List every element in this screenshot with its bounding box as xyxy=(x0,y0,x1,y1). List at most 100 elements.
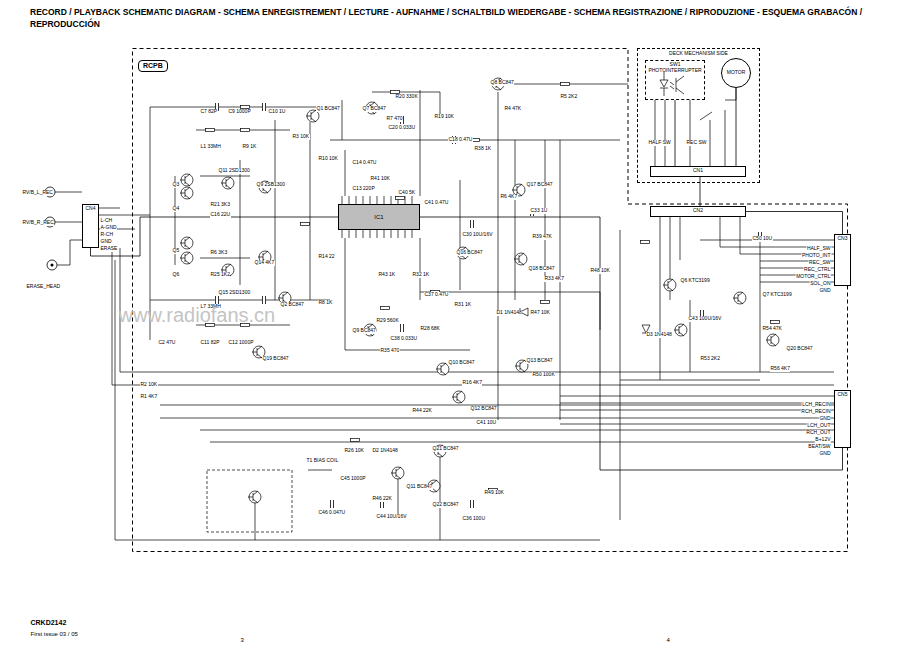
component-label: R25 1K2 xyxy=(210,272,230,278)
component-symbol xyxy=(400,324,404,332)
component-label: R29 560K xyxy=(376,318,399,324)
jack-symbol xyxy=(49,221,52,224)
component-label: R3 10K xyxy=(292,134,310,140)
label-anchor: C18 0.47U xyxy=(448,127,473,145)
label-anchor: R6 4K7 xyxy=(500,184,518,202)
label-anchor: L-CH xyxy=(100,208,113,226)
component-label: C18 0.47U xyxy=(448,137,473,143)
board-outline xyxy=(132,48,848,552)
label-anchor: Q9 BC847 xyxy=(352,318,376,336)
component-label: C44 10U/16V xyxy=(376,514,407,520)
jack-symbol xyxy=(45,187,55,197)
component-label: R39 47K xyxy=(532,234,552,240)
component-symbol xyxy=(514,253,527,265)
node-text: RCPB xyxy=(138,60,168,72)
label-anchor: Q3 xyxy=(172,172,180,190)
component-label: Q14 4K7 xyxy=(254,260,275,266)
component-symbol xyxy=(215,296,219,304)
component-label: C13 220P xyxy=(352,186,375,192)
component-label: R49 10K xyxy=(484,490,504,496)
label-anchor: R7 470 xyxy=(386,106,403,124)
label-anchor: C14 0.47U xyxy=(352,150,377,168)
component-label: Q16 BC847 xyxy=(456,250,483,256)
component-label: ERASE xyxy=(100,246,118,252)
label-anchor: Q15 2SD1300 xyxy=(218,280,251,298)
label-anchor: R28 68K xyxy=(420,316,440,334)
component-label: REC_SW xyxy=(809,260,831,266)
component-symbol xyxy=(180,237,193,249)
component-label: R7 470 xyxy=(386,116,403,122)
label-anchor: C12 1000P xyxy=(228,330,254,348)
component-label: R43 1K xyxy=(378,272,396,278)
component-symbol xyxy=(452,136,456,144)
label-anchor: R4 47K xyxy=(504,96,522,114)
node-text: MOTOR xyxy=(727,70,746,76)
wire-connector xyxy=(700,177,701,206)
component-label: Q3 xyxy=(172,182,180,188)
label-anchor: C45 1000P xyxy=(340,466,366,484)
label-anchor: Q6 KTC3199 xyxy=(680,268,710,286)
component-symbol xyxy=(471,139,480,142)
label-anchor: Q19 BC847 xyxy=(262,346,289,364)
component-label: Q17 BC847 xyxy=(526,182,553,188)
component-symbol xyxy=(380,500,384,508)
wire xyxy=(520,308,650,333)
wire xyxy=(620,216,834,520)
component-label: R28 68K xyxy=(420,326,440,332)
label-anchor: Q14 4K7 xyxy=(254,250,275,268)
label-anchor: R26 10K xyxy=(344,438,364,456)
label-anchor: Q9 2SB1300 xyxy=(256,172,286,190)
wire-connector xyxy=(736,88,737,166)
label-anchor: Q11 2SD1300 xyxy=(218,158,250,176)
component-label: R47 10K xyxy=(530,310,550,316)
component-label: R19 10K xyxy=(434,114,454,120)
connector-block: CN5 xyxy=(834,390,851,448)
label-anchor: R6 3K3 xyxy=(210,240,228,258)
component-label: D2 1N4148 xyxy=(372,448,398,454)
jack-symbol xyxy=(45,217,55,227)
label-anchor: C43 100U/16V xyxy=(688,306,722,324)
component-symbol xyxy=(221,264,234,276)
diagram-title: RECORD / PLAYBACK SCHEMATIC DIAGRAM - SC… xyxy=(30,6,880,31)
component-label: BEAT/SW xyxy=(808,444,831,450)
label-anchor: First issue 03 / 05 xyxy=(30,622,78,640)
component-symbol xyxy=(431,291,440,294)
wire-connector xyxy=(675,100,676,166)
component-label: Q15 2SD1300 xyxy=(218,290,251,296)
component-label: C11 82P xyxy=(200,340,220,346)
component-symbol xyxy=(241,324,250,327)
label-anchor: R50 100K xyxy=(532,362,555,380)
component-symbol xyxy=(456,247,469,259)
component-symbol xyxy=(381,307,390,310)
label-anchor: PHOTO_INT xyxy=(801,243,831,261)
component-label: GND xyxy=(819,451,831,457)
label-anchor: L1 33MH xyxy=(200,134,221,152)
component-label: REC_CTRL xyxy=(804,267,831,273)
component-label: C9 1000P xyxy=(228,109,251,115)
component-symbol xyxy=(258,251,271,263)
component-label: C12 1000P xyxy=(228,340,254,346)
label-anchor: Q1 BC847 xyxy=(316,96,340,114)
label-anchor: C30 10U/16V xyxy=(462,222,493,240)
label-anchor: LCH_RECIN xyxy=(802,392,831,410)
component-symbol xyxy=(391,91,400,94)
component-label: C10 1U xyxy=(268,109,286,115)
component-label: C38 0.033U xyxy=(390,336,418,342)
component-symbol xyxy=(470,220,474,228)
component-label: L7 33MH xyxy=(200,304,221,310)
component-symbol xyxy=(733,292,746,304)
component-label: C16 22U xyxy=(210,212,231,218)
label-anchor: Q5 xyxy=(172,238,180,256)
jack-symbol xyxy=(51,264,54,267)
label-anchor: R49 10K xyxy=(484,480,504,498)
component-label: R26 10K xyxy=(344,448,364,454)
jack-symbol xyxy=(49,191,52,194)
component-label: R50 100K xyxy=(532,372,555,378)
component-symbol xyxy=(561,83,570,86)
component-label: Q21 BC847 xyxy=(432,446,459,452)
component-label: HALF SW xyxy=(648,140,671,146)
component-label: D1 1N4148 xyxy=(496,310,522,316)
